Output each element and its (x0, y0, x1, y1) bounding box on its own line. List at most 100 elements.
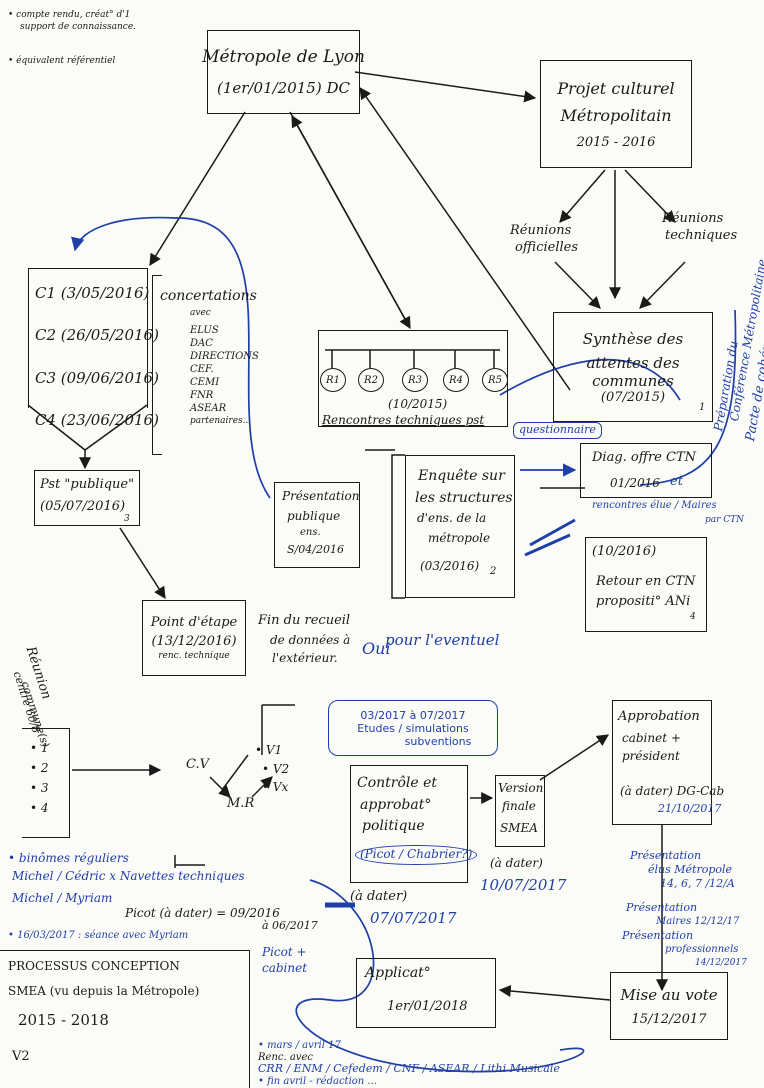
number-list-item: • 3 (30, 781, 49, 795)
v2-label: • V2 (262, 762, 290, 776)
presentation-line: publique (287, 509, 341, 523)
approbation-date: 21/10/2017 (658, 802, 722, 815)
controle-date: (à dater) (350, 889, 408, 904)
approbation-line: cabinet + (622, 731, 681, 745)
metropole-date: (1er/01/2015) DC (217, 79, 350, 97)
binomes-line: Picot (à dater) = 09/2016 (125, 906, 280, 920)
etudes-line: 03/2017 à 07/2017 (360, 708, 466, 722)
concert-list-item: DAC (190, 338, 213, 349)
presentation-note: 14, 6, 7 /12/A (660, 877, 735, 890)
binomes-line: Michel / Cédric x Navettes techniques (12, 869, 245, 883)
diag-note: par CTN (705, 515, 745, 525)
applicat-title: Applicat° (365, 965, 431, 981)
binomes-line: Picot + (262, 945, 307, 959)
presentation-line: Présentation (282, 489, 360, 503)
concertation-item: C4 (23/06/2016) (35, 411, 159, 429)
fin-recueil-line: Fin du recueil (258, 613, 351, 628)
controle-line: approbat° (360, 797, 432, 813)
number-list-item: • 1 (30, 741, 49, 755)
reunions-officielles-label: officielles (515, 240, 579, 255)
concertation-item: C2 (26/05/2016) (35, 326, 159, 344)
diag-title: Diag. offre CTN (592, 450, 696, 465)
number-list-box (22, 728, 70, 838)
binomes-line: à 06/2017 (262, 919, 318, 932)
note-line: • compte rendu, créat° d'1 (8, 10, 131, 20)
presentation-note: Présentation (630, 849, 702, 862)
version-line: SMEA (500, 821, 538, 835)
rencontre-r5: R5 (482, 368, 508, 392)
etudes-line: Etudes / simulations (357, 721, 469, 735)
version-line: Version (498, 781, 544, 795)
bottom-note: CRR / ENM / Cefedem / CNF / ASEAR / Lith… (258, 1062, 560, 1075)
concert-list-item: partenaires... (190, 416, 252, 426)
enquete-box (405, 455, 515, 598)
controle-date: 07/07/2017 (370, 909, 457, 927)
questionnaire-tag: questionnaire (513, 422, 602, 439)
fin-recueil-line: l'extérieur. (272, 651, 338, 665)
projet-title: Projet culturel (557, 78, 675, 98)
projet-dates: 2015 - 2016 (576, 134, 656, 150)
pst-publique-box (34, 470, 140, 526)
processus-subtitle: SMEA (vu depuis la Métropole) (8, 984, 200, 998)
controle-line: politique (362, 818, 425, 834)
reunions-officielles-label: Réunions (510, 223, 572, 238)
synthese-line: communes (592, 371, 674, 390)
concert-list-item: DIRECTIONS (190, 351, 259, 362)
presentation-box (274, 482, 360, 568)
retour-line: Retour en CTN (596, 574, 696, 589)
processus-title: PROCESSUS CONCEPTION (8, 959, 180, 973)
point-etape-date: (13/12/2016) (151, 634, 237, 649)
processus-dates: 2015 - 2018 (18, 1011, 109, 1029)
approbation-box (612, 700, 712, 825)
rencontres-label: Rencontres techniques pst (322, 413, 485, 427)
bottom-note: • fin avril - rédaction ... (258, 1076, 377, 1087)
controle-box (350, 765, 468, 883)
retour-date: (10/2016) (592, 544, 657, 559)
step-number: 1 (699, 402, 706, 413)
presentation-note: 14/12/2017 (695, 958, 747, 968)
note-line: • équivalent référentiel (8, 56, 116, 66)
synthese-box: Synthèse des attentes des communes (07/2… (553, 312, 713, 422)
binomes-line: cabinet (262, 961, 308, 975)
diag-and: et (670, 474, 683, 489)
applicat-date: 1er/01/2018 (387, 999, 468, 1014)
reunions-techniques-label: Réunions (662, 211, 724, 226)
point-etape-title: Point d'étape (150, 615, 238, 630)
controle-names: (Picot / Chabrier?) (355, 845, 478, 865)
approbation-date: (à dater) DG-Cab (620, 784, 725, 798)
pst-publique-title: Pst "publique" (40, 477, 135, 492)
binomes-line: Michel / Myriam (12, 891, 113, 905)
mise-title: Mise au vote (620, 985, 718, 1004)
concertation-item: C3 (09/06/2016) (35, 369, 159, 387)
metropole-title: Métropole de Lyon (202, 47, 365, 67)
reunions-techniques-label: techniques (665, 228, 738, 243)
concert-list-item: avec (190, 308, 211, 318)
concertations-box (28, 268, 148, 408)
synthese-date: (07/2015) (600, 389, 666, 405)
applicat-box (356, 958, 496, 1028)
concertation-item: C1 (3/05/2016) (35, 284, 150, 302)
retour-line: propositi° ANi (596, 594, 691, 609)
approbation-line: président (622, 749, 680, 763)
enquete-line: d'ens. de la (417, 511, 487, 525)
projet-subtitle: Métropolitain (560, 105, 672, 125)
presentation-note: Maires 12/12/17 (656, 916, 740, 927)
version-box (495, 775, 545, 847)
step-number: 4 (690, 612, 696, 622)
bottom-note: Renc. avec (258, 1052, 313, 1063)
v1-label: • V1 (255, 743, 283, 757)
step-number: 3 (124, 514, 130, 524)
presentation-note: professionnels (665, 944, 739, 955)
enquete-date: (03/2016) (420, 559, 480, 573)
concert-list-item: ELUS (190, 325, 219, 336)
presentation-line: ens. (300, 527, 321, 538)
etudes-line: subventions (404, 734, 472, 748)
concert-list-item: ASEAR (190, 403, 227, 414)
rencontre-r2: R2 (358, 368, 384, 392)
rencontre-r1: R1 (320, 368, 346, 392)
list-bracket (152, 275, 162, 455)
mise-au-vote-box: Mise au vote 15/12/2017 (610, 972, 728, 1040)
fin-recueil-line: de données à (270, 633, 351, 647)
concert-list-item: CEMI (190, 377, 220, 388)
